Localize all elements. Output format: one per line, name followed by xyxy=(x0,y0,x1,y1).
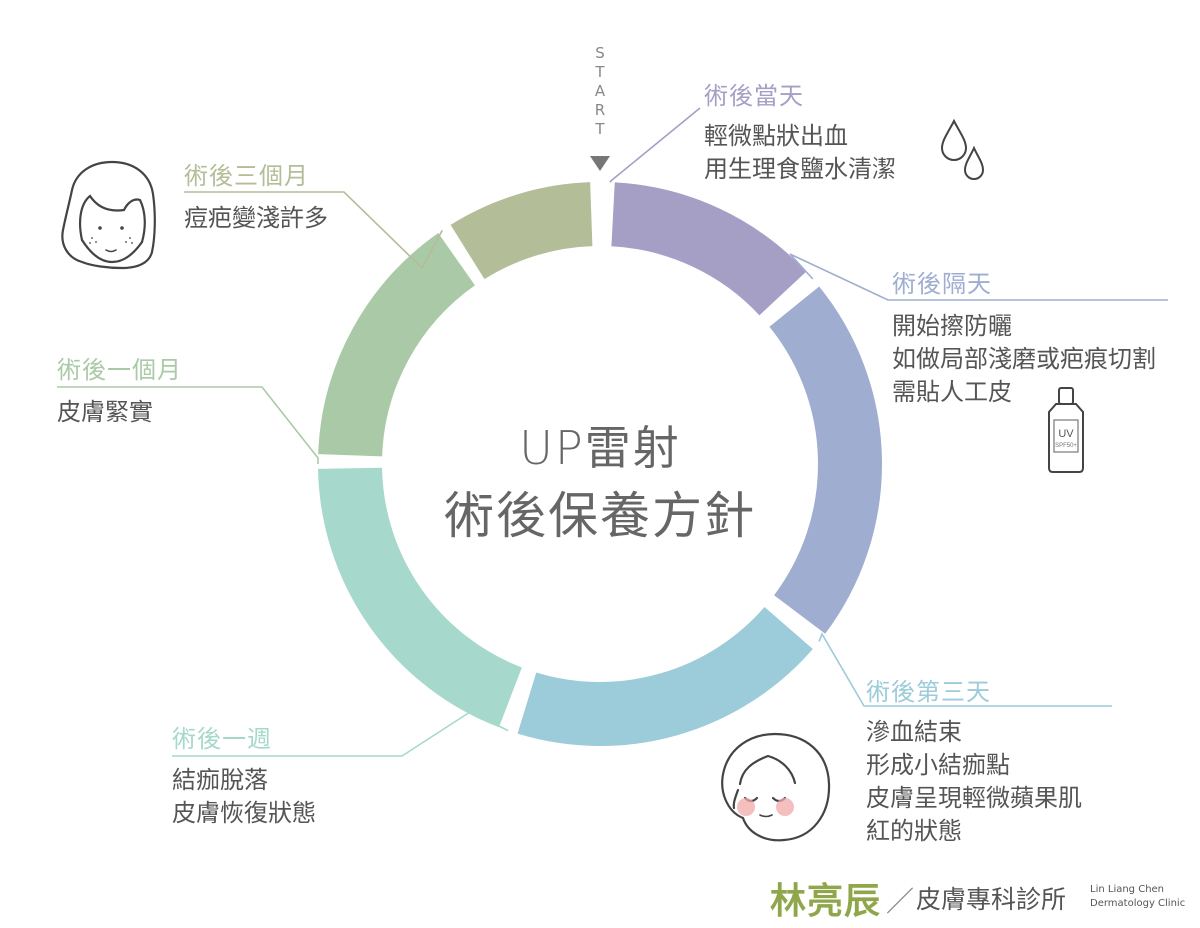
stage-month3-notes: 痘疤變淺許多 xyxy=(184,202,328,235)
stage-day3-notes: 滲血結束 形成小結痂點 皮膚呈現輕微蘋果肌 紅的狀態 xyxy=(866,716,1082,848)
stage-day1-line: 開始擦防曬 xyxy=(892,312,1012,340)
stage-day3-line: 皮膚呈現輕微蘋果肌 xyxy=(866,784,1082,812)
stage-month1-notes: 皮膚緊實 xyxy=(57,396,153,429)
freckled-face-icon xyxy=(61,160,156,270)
start-letter: R xyxy=(594,101,606,119)
connector-line-1 xyxy=(609,107,701,183)
connector-line-4 xyxy=(172,711,509,757)
clinic-english-line2: Dermatology Clinic xyxy=(1090,898,1186,909)
start-letter: T xyxy=(595,120,605,138)
blushing-face-icon xyxy=(721,732,831,842)
ring-segment-2 xyxy=(769,286,882,634)
stage-day3-title: 術後第三天 xyxy=(866,678,991,706)
stage-day3-line: 紅的狀態 xyxy=(866,817,962,845)
center-title-line1: UP雷射 xyxy=(519,421,681,475)
stage-day1-notes: 開始擦防曬 如做局部淺磨或疤痕切割 需貼人工皮 xyxy=(892,310,1156,409)
stage-day1-line: 如做局部淺磨或疤痕切割 xyxy=(892,345,1156,373)
connector-line-6 xyxy=(184,191,444,270)
start-letter: T xyxy=(595,63,605,81)
stage-day0-title: 術後當天 xyxy=(704,82,804,110)
stage-week1-line: 皮膚恢復狀態 xyxy=(172,799,316,827)
stage-week1-notes: 結痂脫落 皮膚恢復狀態 xyxy=(172,764,316,830)
stage-week1-title: 術後一週 xyxy=(172,725,272,753)
stage-day3-line: 滲血結束 xyxy=(866,718,962,746)
stage-week1-line: 結痂脫落 xyxy=(172,766,268,794)
ring-segment-6 xyxy=(450,182,594,280)
water-drops-icon xyxy=(940,118,985,180)
clinic-english-name: Lin Liang Chen Dermatology Clinic xyxy=(1090,883,1185,911)
ring-segment-5 xyxy=(318,233,476,457)
stage-day1-line: 需貼人工皮 xyxy=(892,378,1012,406)
bottle-spf-label: SPF50+ xyxy=(1055,443,1077,449)
connector-line-5 xyxy=(57,386,319,464)
ring-segment-4 xyxy=(318,467,523,728)
stage-month1-title: 術後一個月 xyxy=(57,356,182,384)
connector-line-2 xyxy=(789,253,1168,301)
stage-day0-notes: 輕微點狀出血 用生理食鹽水清潔 xyxy=(704,120,896,186)
clinic-english-line1: Lin Liang Chen xyxy=(1090,884,1165,895)
stage-month3-title: 術後三個月 xyxy=(184,162,309,190)
stage-month3-line: 痘疤變淺許多 xyxy=(184,204,328,232)
bottle-uv-label: UV xyxy=(1058,428,1074,440)
connector-line-3 xyxy=(818,632,1112,707)
ring-segment-3 xyxy=(517,606,813,746)
stage-day0-line: 輕微點狀出血 xyxy=(704,122,848,150)
stage-day1-title: 術後隔天 xyxy=(892,270,992,298)
clinic-logo-name: 林亮辰 xyxy=(770,881,882,922)
stage-day0-line: 用生理食鹽水清潔 xyxy=(704,155,896,183)
ring-segment-1 xyxy=(610,182,807,316)
stage-month1-line: 皮膚緊實 xyxy=(57,398,153,426)
start-arrow-icon xyxy=(590,156,610,171)
sunscreen-bottle-icon: UV SPF50+ xyxy=(1048,387,1084,473)
stage-day3-line: 形成小結痂點 xyxy=(866,751,1010,779)
clinic-type-label: 皮膚專科診所 xyxy=(916,885,1067,914)
start-letter: A xyxy=(594,82,606,100)
start-letter: S xyxy=(595,44,605,62)
center-title-line2: 術後保養方針 xyxy=(444,487,756,545)
footer-slash: ／ xyxy=(886,885,915,918)
